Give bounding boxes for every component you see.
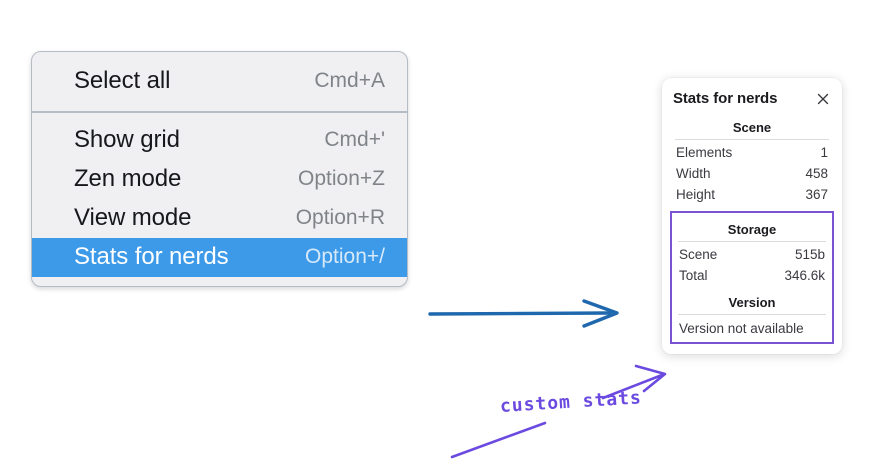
menu-item-show-grid[interactable]: Show grid Cmd+' [32,121,407,160]
stat-key: Scene [679,247,718,262]
custom-stats-region: Storage Scene 515b Total 346.6k Version … [670,211,834,344]
handwritten-annotation-label: custom stats [499,387,643,417]
menu-item-shortcut: Cmd+A [314,69,385,92]
menu-item-label: View mode [74,204,192,231]
close-icon[interactable] [815,91,831,107]
underline-stroke [450,421,547,459]
menu-item-select-all[interactable]: Select all Cmd+A [32,62,407,101]
stat-key: Total [679,268,708,283]
stat-value: 1 [820,145,828,160]
menu-item-shortcut: Option+Z [298,167,385,190]
section-divider [675,139,829,140]
menu-group-view: Show grid Cmd+' Zen mode Option+Z View m… [32,113,407,286]
stat-value: 367 [805,187,828,202]
version-text: Version not available [679,321,804,336]
stat-row: Elements 1 [673,142,831,163]
menu-item-shortcut: Cmd+' [324,128,385,151]
stat-key: Height [676,187,716,202]
section-heading: Scene [732,120,772,135]
menu-item-label: Select all [74,67,171,94]
menu-item-zen-mode[interactable]: Zen mode Option+Z [32,160,407,199]
section-heading: Storage [727,222,777,237]
section-version: Version Version not available [676,286,828,339]
section-storage: Storage Scene 515b Total 346.6k [676,213,828,286]
stats-for-nerds-panel: Stats for nerds Scene Elements 1 Width 4… [662,78,842,354]
stat-row: Total 346.6k [676,265,828,286]
stat-row: Scene 515b [676,244,828,265]
stat-row: Height 367 [673,184,831,205]
stat-row: Width 458 [673,163,831,184]
section-scene: Scene Elements 1 Width 458 Height 367 [673,111,831,205]
menu-separator [32,111,407,113]
panel-title: Stats for nerds [673,90,778,107]
menu-item-shortcut: Option+/ [305,245,385,268]
menu-item-label: Show grid [74,126,180,153]
menu-item-view-mode[interactable]: View mode Option+R [32,199,407,238]
menu-item-label: Stats for nerds [74,243,229,270]
stat-key: Elements [676,145,733,160]
stat-value: 458 [805,166,828,181]
stat-value: 515b [794,247,825,262]
canvas-context-menu[interactable]: Select all Cmd+A Show grid Cmd+' Zen mod… [31,51,408,287]
flow-arrow [428,299,619,328]
stat-value: 346.6k [784,268,825,283]
menu-item-label: Zen mode [74,165,182,192]
section-heading: Version [728,295,776,310]
menu-item-shortcut: Option+R [295,206,385,229]
stat-key: Width [676,166,711,181]
section-divider [678,241,826,242]
menu-item-stats-for-nerds[interactable]: Stats for nerds Option+/ [32,238,407,277]
menu-group-selection: Select all Cmd+A [32,52,407,111]
panel-header: Stats for nerds [673,88,831,111]
section-divider [678,314,826,315]
